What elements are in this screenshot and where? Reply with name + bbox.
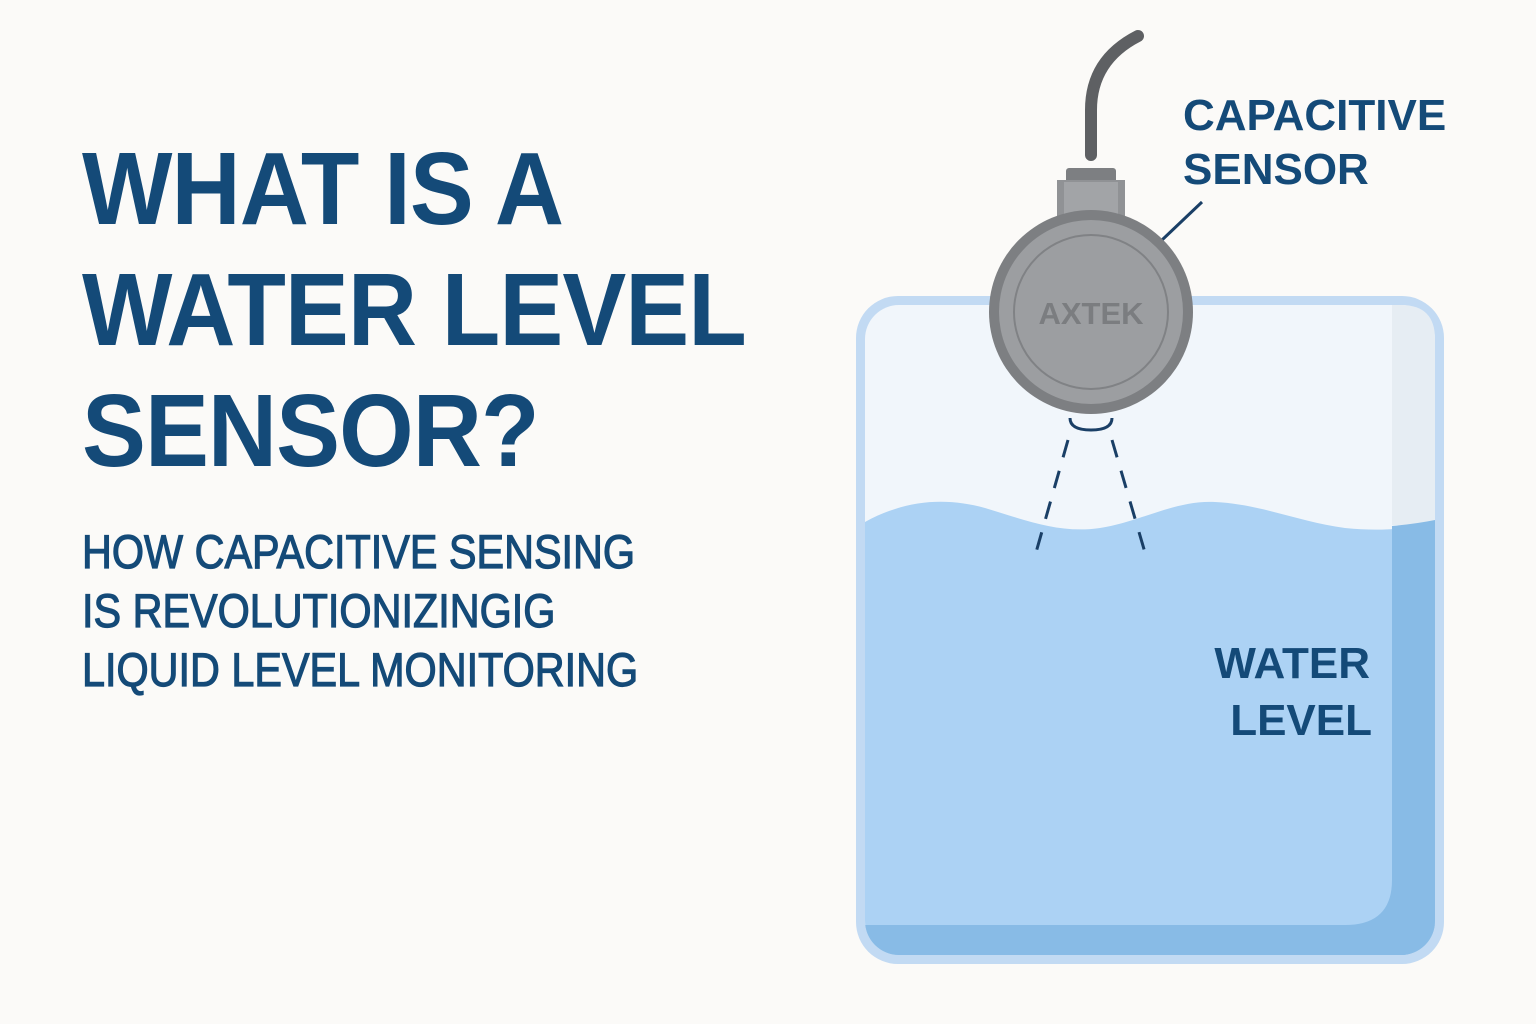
water-label-line-1: WATER (1214, 639, 1370, 688)
tank-side-shade (1392, 305, 1435, 525)
title-line-3: SENSOR? (82, 373, 539, 488)
sensing-beam (1033, 417, 1148, 557)
sensor-face-ring (1013, 234, 1169, 390)
water-tank (856, 296, 1444, 964)
beam-emitter-arc (1068, 417, 1114, 432)
capacitive-sensor: AXTEK (989, 168, 1193, 414)
water-label-line-2: LEVEL (1230, 696, 1372, 745)
water-bottom-shade (865, 925, 1435, 955)
page-title: WHAT IS A WATER LEVEL SENSOR? (82, 128, 747, 491)
page-subtitle: HOW CAPACITIVE SENSING IS REVOLUTIONIZIN… (81, 522, 639, 699)
water-level-label: WATER LEVEL (1214, 639, 1372, 745)
beam-left-dashed (1033, 439, 1070, 557)
subtitle-line-3: LIQUID LEVEL MONITORING (81, 642, 639, 696)
sensor-brand-label: AXTEK (1038, 296, 1144, 331)
subtitle-line-2: IS REVOLUTIONIZINGIG (81, 583, 556, 637)
sensor-label-line-1: CAPACITIVE (1183, 91, 1446, 140)
water-inner-corner (1345, 880, 1392, 925)
title-line-2: WATER LEVEL (82, 252, 747, 367)
subtitle-line-1: HOW CAPACITIVE SENSING (81, 524, 636, 578)
sensor-cable (1085, 30, 1144, 161)
sensor-label-line-2: SENSOR (1183, 145, 1369, 194)
sensor-face (999, 220, 1183, 404)
sensor-label: CAPACITIVE SENSOR (1183, 91, 1446, 194)
water-side-shade (1392, 520, 1435, 955)
water-body (865, 501, 1435, 955)
beam-right-dashed (1110, 439, 1148, 557)
sensor-callout-line (1160, 200, 1204, 242)
title-line-1: WHAT IS A (82, 131, 564, 246)
